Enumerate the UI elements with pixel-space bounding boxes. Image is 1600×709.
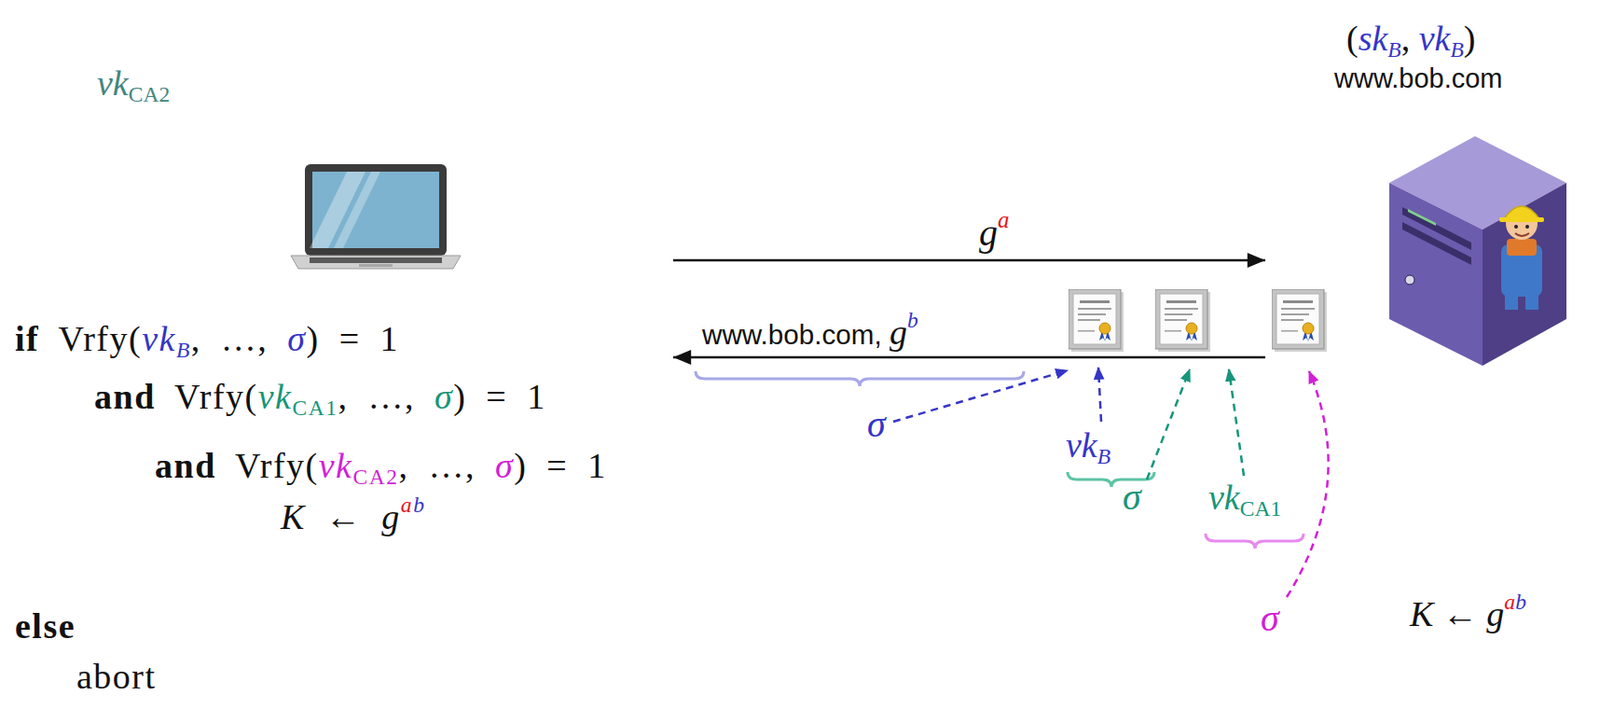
text-run: K xyxy=(1409,593,1434,634)
text-run: , …, xyxy=(191,318,289,359)
server-node: (skB, vkB)www.bob.com xyxy=(1265,13,1587,378)
signature-label: σ xyxy=(1260,596,1280,640)
server-icon xyxy=(1389,136,1567,366)
pointer-arrow xyxy=(1286,371,1329,597)
text-run: σ xyxy=(287,318,306,359)
text-run: σ xyxy=(495,445,514,485)
text-run: ) = 1 xyxy=(306,318,400,359)
code-line: and Vrfy(vkCA2, …, σ) = 1 xyxy=(154,445,607,490)
text-run: CA1 xyxy=(1240,496,1282,521)
message-label: www.bob.com, gb xyxy=(702,307,919,353)
text-run: B xyxy=(176,337,192,362)
code-line: K ← gab xyxy=(280,492,426,538)
text-run: σ xyxy=(434,376,454,416)
laptop-icon xyxy=(290,164,461,269)
text-run: g xyxy=(381,496,401,537)
text-run: Vrfy( xyxy=(39,318,142,359)
text-run: K xyxy=(280,496,306,537)
message-arrow xyxy=(673,356,1266,359)
text-run: B xyxy=(1097,443,1111,469)
pointer-arrow xyxy=(1228,369,1244,476)
text-run: ) xyxy=(1463,18,1476,58)
node-label: (skB, vkB) xyxy=(1346,18,1476,63)
brace xyxy=(1205,533,1304,549)
pointer-arrow xyxy=(1146,369,1190,480)
key-assignment: K ← gab xyxy=(1409,589,1527,635)
text-run: if xyxy=(14,318,40,359)
text-run: a xyxy=(1503,589,1516,614)
text-run: and xyxy=(94,376,156,416)
text-run: vk xyxy=(1065,425,1098,465)
text-run: vk xyxy=(1419,18,1451,58)
text-run: vk xyxy=(258,376,293,416)
signature-label: σ xyxy=(867,402,886,446)
pointer-arrow xyxy=(893,370,1068,422)
text-run: CA2 xyxy=(128,82,170,107)
text-run: ← xyxy=(305,496,383,537)
certificate-icon xyxy=(1155,289,1211,352)
text-run: , xyxy=(1401,18,1420,58)
text-run: σ xyxy=(1260,596,1280,639)
brace xyxy=(695,371,1024,387)
message-arrow xyxy=(673,259,1266,263)
code-line: abort xyxy=(76,656,157,698)
text-run: σ xyxy=(1122,475,1142,518)
text-run: a xyxy=(400,492,414,517)
key-label: vkCA1 xyxy=(1208,477,1282,522)
text-run: b xyxy=(1515,589,1527,614)
certificate-icon xyxy=(1068,289,1124,352)
text-run: and xyxy=(154,445,217,485)
text-run: ← xyxy=(1433,593,1487,634)
message-label: ga xyxy=(979,206,1009,255)
text-run: , …, xyxy=(337,376,435,416)
brace xyxy=(1067,471,1155,487)
text-run: B xyxy=(1449,37,1463,62)
node-label: www.bob.com xyxy=(1334,63,1504,95)
text-run: vk xyxy=(96,63,129,103)
certificate-icon xyxy=(1271,289,1327,352)
node-label: vkCA2 xyxy=(96,63,170,108)
text-run: vk xyxy=(1208,477,1241,517)
text-run: B xyxy=(1387,37,1401,62)
text-run: www.bob.com, xyxy=(702,318,890,350)
text-run: b xyxy=(413,492,426,517)
text-run: ) = 1 xyxy=(513,445,607,485)
text-run: CA1 xyxy=(291,395,338,420)
text-run: Vrfy( xyxy=(216,445,319,485)
text-run: g xyxy=(889,312,908,352)
text-run: b xyxy=(907,307,919,332)
code-line: and Vrfy(vkCA1, …, σ) = 1 xyxy=(94,376,547,421)
text-run: else xyxy=(14,606,76,646)
text-run: ( xyxy=(1346,18,1359,58)
text-run: ) = 1 xyxy=(453,376,547,416)
text-run: vk xyxy=(318,445,354,485)
text-run: , …, xyxy=(398,445,496,485)
text-run: g xyxy=(1486,593,1504,634)
text-run: vk xyxy=(141,318,177,359)
signature-label: σ xyxy=(1122,475,1142,519)
text-run: g xyxy=(979,211,998,254)
text-run: Vrfy( xyxy=(155,376,259,416)
key-label: vkB xyxy=(1065,425,1111,469)
text-run: CA2 xyxy=(352,464,399,489)
pointer-arrow xyxy=(1098,367,1102,422)
code-line: else xyxy=(14,606,76,648)
text-run: sk xyxy=(1358,18,1389,58)
code-line: if Vrfy(vkB, …, σ) = 1 xyxy=(14,318,400,363)
text-run: σ xyxy=(867,402,886,445)
text-run: a xyxy=(997,206,1009,233)
